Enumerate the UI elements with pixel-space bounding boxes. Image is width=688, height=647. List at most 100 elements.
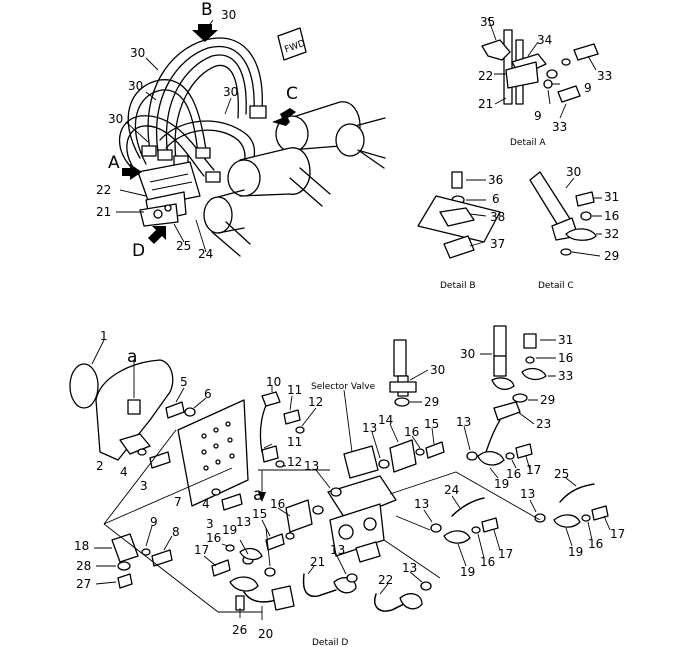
- cylinder-middle: [227, 147, 331, 207]
- arrow-b: [192, 24, 218, 42]
- callout-21: 21: [478, 97, 493, 111]
- callout-18: 18: [74, 539, 89, 553]
- callout-11: 11: [287, 435, 302, 449]
- detail-d: 1 a 2 5 6 4 3 7 4 3 1: [69, 325, 625, 647]
- callout-12: 12: [308, 395, 323, 409]
- callout-16: 16: [558, 351, 573, 365]
- label-a: A: [108, 153, 120, 173]
- callout-28: 28: [76, 559, 91, 573]
- callout-29: 29: [604, 249, 619, 263]
- callout-5: 5: [180, 375, 188, 389]
- callout-19: 19: [494, 477, 509, 491]
- callout-33: 33: [552, 120, 567, 134]
- callout-17: 17: [526, 463, 541, 477]
- cylinder-lower: [203, 189, 251, 257]
- callout-34: 34: [537, 33, 552, 47]
- callout-24: 24: [198, 247, 213, 261]
- callout-1: 1: [100, 329, 108, 343]
- callout-17: 17: [610, 527, 625, 541]
- callout-26: 26: [232, 623, 247, 637]
- callout-31: 31: [558, 333, 573, 347]
- callout-16: 16: [588, 537, 603, 551]
- callout-33: 33: [597, 69, 612, 83]
- callout-13: 13: [304, 459, 319, 473]
- callout-13: 13: [414, 497, 429, 511]
- callout-13: 13: [236, 515, 251, 529]
- callout-6: 6: [492, 192, 500, 206]
- callout-29: 29: [424, 395, 439, 409]
- label-d: D: [132, 241, 145, 261]
- detail-a: 35 34 33 22 9 21 9 33 Detail A: [478, 15, 612, 148]
- callout-31: 31: [604, 190, 619, 204]
- callout-16: 16: [480, 555, 495, 569]
- callout-2: 2: [96, 459, 104, 473]
- callout-32: 32: [604, 227, 619, 241]
- callout-30: 30: [430, 363, 445, 377]
- callout-25: 25: [176, 239, 191, 253]
- arrow-c: [272, 108, 296, 126]
- callout-30: 30: [130, 46, 145, 60]
- callout-13: 13: [456, 415, 471, 429]
- o-ring-1: [69, 363, 99, 409]
- callout-3: 3: [140, 479, 148, 493]
- hose-assembly-overview: FWD B 30 30 30 30 C 30 A 22 21 25 24 D: [96, 0, 386, 261]
- callout-4: 4: [202, 497, 210, 511]
- callout-16: 16: [404, 425, 419, 439]
- selector-valve-label: Selector Valve: [311, 382, 376, 392]
- callout-9: 9: [534, 109, 542, 123]
- detail-c: 30 31 16 32 29 Detail C: [529, 165, 619, 291]
- callout-30: 30: [108, 112, 123, 126]
- label-a-top: a: [127, 347, 137, 367]
- callout-22: 22: [378, 573, 393, 587]
- callout-37: 37: [490, 237, 505, 251]
- callout-25: 25: [554, 467, 569, 481]
- callout-4: 4: [120, 465, 128, 479]
- callout-30: 30: [460, 347, 475, 361]
- arrow-d: [148, 226, 166, 244]
- callout-33: 33: [558, 369, 573, 383]
- callout-19: 19: [460, 565, 475, 579]
- callout-35: 35: [480, 15, 495, 29]
- callout-12: 12: [287, 455, 302, 469]
- valve-block: [137, 161, 201, 227]
- callout-16: 16: [270, 497, 285, 511]
- callout-36: 36: [488, 173, 503, 187]
- label-c: C: [286, 84, 298, 104]
- callout-11: 11: [287, 383, 302, 397]
- callout-19: 19: [222, 523, 237, 537]
- callout-9: 9: [150, 515, 158, 529]
- callout-27: 27: [76, 577, 91, 591]
- callout-15: 15: [424, 417, 439, 431]
- bracket-18: [111, 533, 139, 563]
- callout-14: 14: [378, 413, 393, 427]
- callout-23: 23: [536, 417, 551, 431]
- callout-30: 30: [128, 79, 143, 93]
- callout-13: 13: [520, 487, 535, 501]
- callout-9: 9: [584, 81, 592, 95]
- callout-29: 29: [540, 393, 555, 407]
- callout-22: 22: [478, 69, 493, 83]
- cylinder-upper: [275, 101, 386, 169]
- caption-detail-a: Detail A: [510, 138, 546, 148]
- block-a: [127, 399, 141, 415]
- callout-30: 30: [223, 85, 238, 99]
- callout-16: 16: [604, 209, 619, 223]
- caption-detail-d: Detail D: [312, 638, 348, 647]
- callout-30: 30: [566, 165, 581, 179]
- callout-13: 13: [402, 561, 417, 575]
- callout-20: 20: [258, 627, 273, 641]
- label-b: B: [201, 0, 213, 20]
- callout-10: 10: [266, 375, 281, 389]
- callout-21: 21: [310, 555, 325, 569]
- callout-22: 22: [96, 183, 111, 197]
- callout-24: 24: [444, 483, 459, 497]
- fwd-marker: FWD: [277, 27, 307, 61]
- callout-38: 38: [490, 210, 505, 224]
- callout-6: 6: [204, 387, 212, 401]
- arrow-a: [122, 164, 142, 180]
- callout-15: 15: [252, 507, 267, 521]
- callout-16: 16: [506, 467, 521, 481]
- callout-16: 16: [206, 531, 221, 545]
- callout-8: 8: [172, 525, 180, 539]
